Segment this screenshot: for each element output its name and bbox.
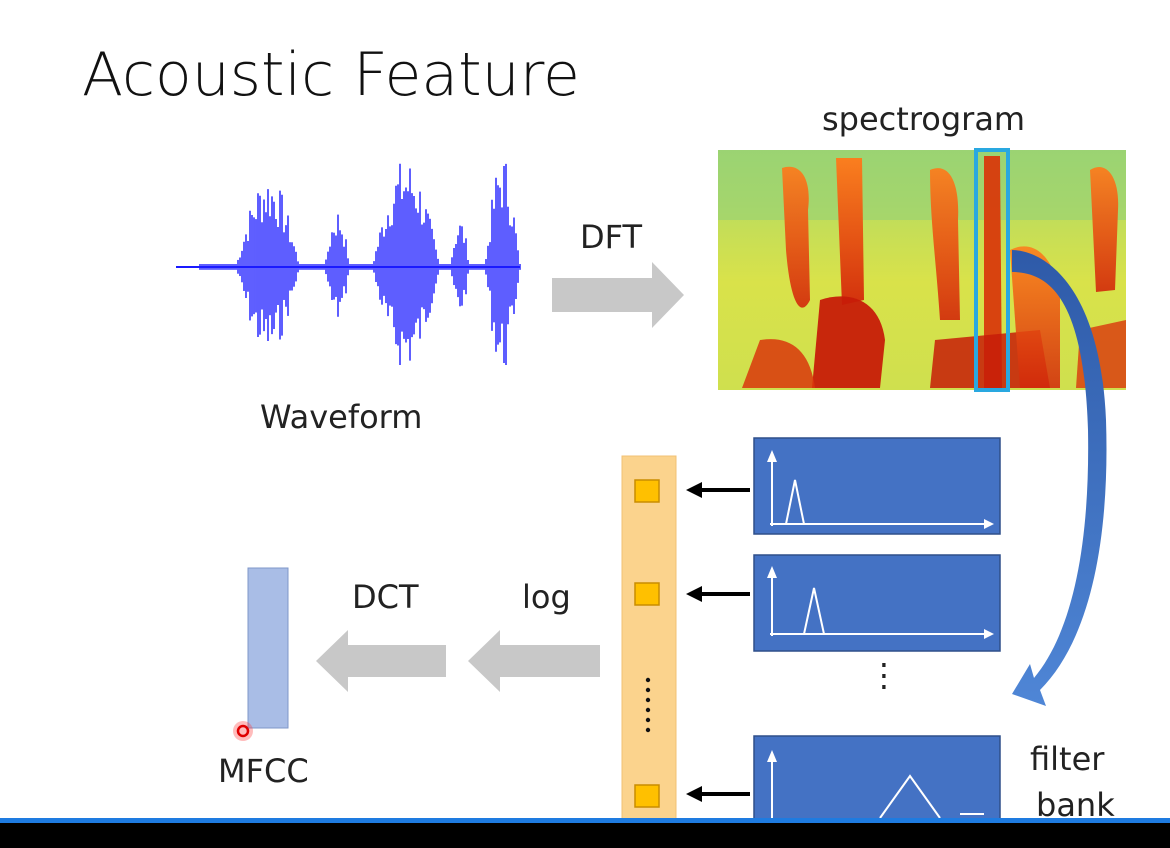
dct-arrow [316,630,446,692]
filter-output-arrows [686,482,750,802]
spectrogram-image [718,148,1126,392]
filter-label: filter [1030,740,1105,778]
bank-label: bank [1036,786,1115,824]
cursor-pointer-icon [233,721,253,741]
filter-box-2 [753,554,1001,652]
filterbank-output-column [621,455,677,837]
page-title: Acoustic Feature [82,40,580,110]
video-control-bar [0,818,1170,848]
progress-accent [0,818,1170,823]
log-arrow [468,630,600,692]
waveform-label: Waveform [260,398,423,436]
frame-highlight [974,148,1010,392]
dft-arrow [552,262,684,328]
feature-cell [634,479,660,503]
waveform [176,163,521,366]
dct-label: DCT [352,578,419,616]
dft-label: DFT [580,218,643,256]
curved-arrow [1012,250,1107,706]
filter-ellipsis: ⋮ [868,656,900,694]
spectrogram-label: spectrogram [822,100,1026,138]
filter-box-1 [753,437,1001,535]
mfcc-label: MFCC [218,752,309,790]
feature-cell [634,784,660,808]
log-label: log [522,578,571,616]
filter-box-3 [753,735,1001,833]
mfcc-vector [247,567,289,729]
feature-cell [634,582,660,606]
